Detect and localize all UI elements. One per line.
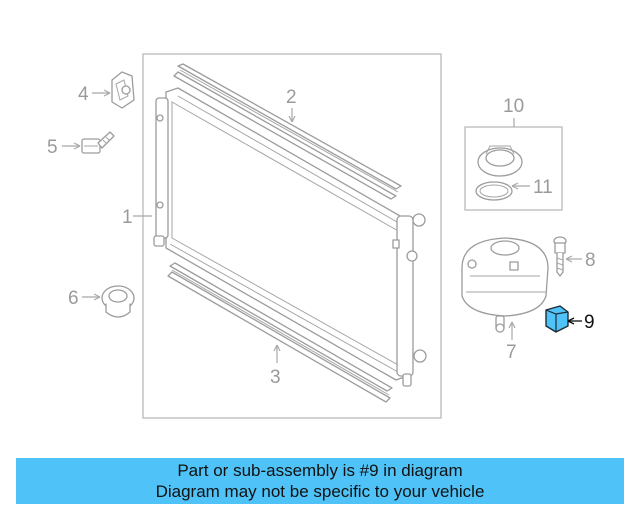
info-banner: Part or sub-assembly is #9 in diagram Di… xyxy=(16,458,624,504)
callout-3: 3 xyxy=(270,367,281,388)
leader-line-9 xyxy=(567,317,582,325)
radiator xyxy=(153,87,427,387)
callout-10: 10 xyxy=(503,96,524,117)
callout-5: 5 xyxy=(47,137,58,158)
reservoir-cap xyxy=(477,145,523,177)
bolt xyxy=(81,131,115,154)
callout-4: 4 xyxy=(78,84,89,105)
lower-seal-strip xyxy=(167,262,393,403)
grommet xyxy=(101,285,135,318)
screw xyxy=(553,236,567,277)
rubber-mount xyxy=(111,71,135,109)
callout-7: 7 xyxy=(506,342,517,363)
o-ring-seal xyxy=(475,181,513,201)
banner-line-2: Diagram may not be specific to your vehi… xyxy=(155,482,485,501)
coolant-reservoir xyxy=(461,237,549,333)
banner-line-1: Part or sub-assembly is #9 in diagram xyxy=(177,461,463,480)
callout-11: 11 xyxy=(533,177,553,198)
callout-9[interactable]: 9 xyxy=(584,312,595,333)
upper-seal-strip xyxy=(173,63,402,200)
highlighted-clip[interactable] xyxy=(545,305,569,333)
leader-lines xyxy=(62,89,582,363)
callout-8: 8 xyxy=(585,250,596,271)
callout-2: 2 xyxy=(286,87,297,108)
callout-1: 1 xyxy=(122,207,133,228)
radiator-group-frame xyxy=(142,53,442,419)
parts-diagram: 1 2 3 4 5 6 7 8 9 10 11 xyxy=(47,53,596,419)
callout-6: 6 xyxy=(68,288,79,309)
